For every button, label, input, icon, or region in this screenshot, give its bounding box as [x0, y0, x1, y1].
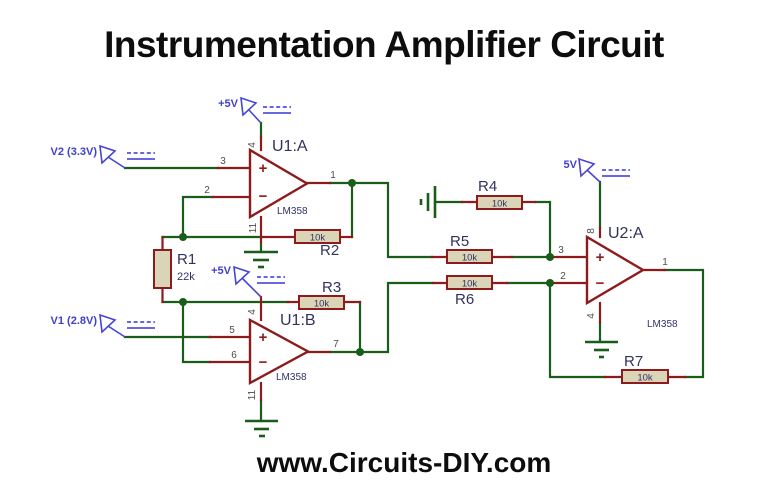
opamp-ref: U1:A: [272, 138, 308, 155]
pin-number: 4: [247, 142, 258, 148]
ground-symbol-u1b: [245, 419, 278, 438]
resistor-value: 22k: [177, 271, 195, 283]
ground-symbol-u2a: [585, 340, 618, 359]
resistor-r5: 10k R5: [446, 233, 493, 264]
power-terminal-u1b: +5V: [211, 265, 285, 298]
resistor-ref: R5: [450, 233, 469, 250]
input-label: V2 (3.3V): [51, 146, 98, 158]
input-terminal-v2: V2 (3.3V): [51, 144, 155, 169]
inverting-mark: −: [259, 188, 268, 205]
opamp-u1a: + − U1:A LM358 3 2 1 4 11: [204, 138, 336, 233]
inverting-mark: −: [259, 354, 268, 371]
resistor-ref: R2: [320, 242, 339, 259]
resistor-r1: R1 22k: [153, 249, 196, 289]
pin-number: 7: [333, 339, 339, 350]
opamp-part: LM358: [276, 372, 307, 383]
resistor-r2: 10k R2: [294, 229, 341, 259]
opamp-ref: U2:A: [608, 225, 644, 242]
pin-number: 2: [560, 271, 566, 282]
resistor-value: 10k: [314, 299, 330, 310]
pin-number: 8: [586, 228, 597, 234]
pin-number: 6: [231, 350, 237, 361]
resistor-r3: 10k R3: [298, 279, 345, 310]
pin-number: 11: [248, 222, 259, 233]
resistor-value: 10k: [310, 233, 326, 244]
resistor-ref: R7: [624, 353, 643, 370]
resistor-value: 10k: [637, 373, 653, 384]
power-terminal-icon: [233, 265, 251, 286]
pin-number: 1: [662, 257, 668, 268]
pin-stubs: [161, 135, 687, 402]
page-title: Instrumentation Amplifier Circuit: [104, 24, 664, 65]
power-terminal-icon: [240, 96, 258, 117]
resistor-ref: R6: [455, 291, 474, 308]
opamp-ref: U1:B: [280, 312, 316, 329]
ground-symbol-r4: [419, 186, 437, 218]
inverting-mark: −: [596, 275, 605, 292]
power-label: +5V: [218, 98, 239, 110]
opamp-triangle: [248, 147, 310, 220]
opamp-triangle: [585, 234, 646, 306]
opamp-u1b: + − U1:B LM358 5 6 7 4 11: [229, 309, 339, 400]
resistor-r7: 10k R7: [621, 353, 669, 384]
ground-symbol-u1a: [244, 250, 278, 269]
opamp-part: LM358: [277, 206, 308, 217]
resistor-value: 10k: [462, 279, 478, 290]
pin-number: 3: [220, 156, 226, 167]
resistor-ref: R1: [177, 251, 196, 268]
resistor-ref: R4: [478, 178, 497, 195]
noninverting-mark: +: [259, 329, 268, 346]
noninverting-mark: +: [259, 160, 268, 177]
resistor-value: 10k: [462, 253, 478, 264]
input-terminal-v1: V1 (2.8V): [51, 313, 155, 338]
power-label: 5V: [564, 159, 578, 171]
power-terminal-u2a: 5V: [564, 157, 630, 183]
pin-number: 5: [229, 325, 235, 336]
input-label: V1 (2.8V): [51, 315, 98, 327]
resistor-ref: R3: [322, 279, 341, 296]
pin-number: 4: [586, 313, 597, 319]
pin-number: 11: [247, 389, 258, 400]
pin-number: 2: [204, 185, 210, 196]
junction-dots: [179, 179, 554, 356]
opamp-part: LM358: [647, 319, 678, 330]
pin-number: 4: [247, 309, 258, 315]
resistor-value: 10k: [492, 199, 508, 210]
website-caption: www.Circuits-DIY.com: [256, 447, 552, 478]
pin-number: 1: [330, 170, 336, 181]
opamp-triangle: [248, 317, 311, 386]
resistor-r6: 10k R6: [446, 275, 493, 308]
resistor-r4: 10k R4: [476, 178, 523, 210]
power-terminal-u1a: +5V: [218, 96, 291, 124]
power-label: +5V: [211, 265, 232, 277]
pin-number: 3: [558, 245, 564, 256]
noninverting-mark: +: [596, 249, 605, 266]
opamp-u2a: + − U2:A LM358 3 2 1 8 4: [558, 225, 678, 330]
